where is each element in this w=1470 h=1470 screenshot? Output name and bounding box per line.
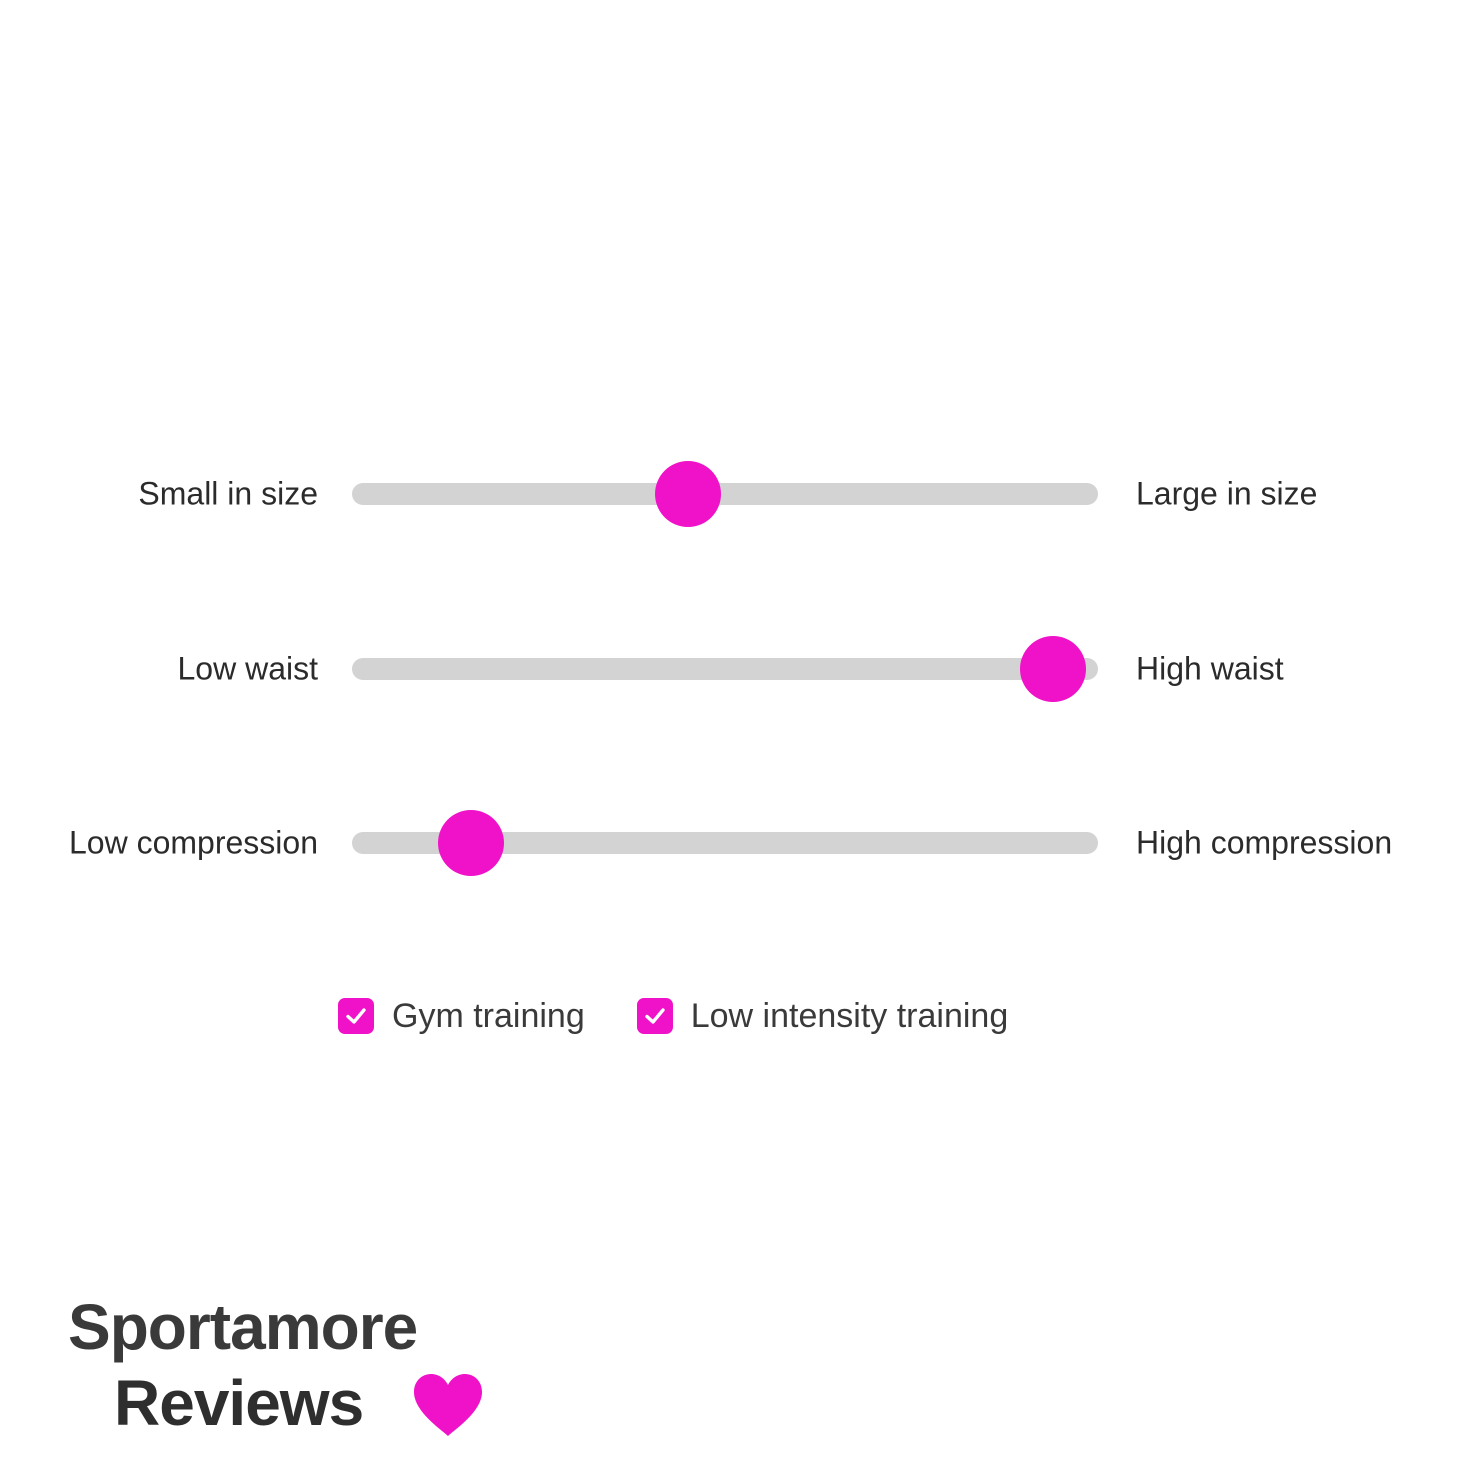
checkbox-low-intensity-training-label: Low intensity training	[690, 996, 1009, 1035]
slider-row-size: Small in size Large in size	[0, 454, 1470, 534]
training-type-checkboxes: Gym training Low intensity training	[338, 990, 1060, 1042]
slider-row-compression: Low compression High compression	[0, 803, 1470, 883]
slider-waist-track[interactable]	[352, 636, 1098, 702]
check-icon	[346, 1008, 366, 1024]
slider-waist-min-label: Low waist	[177, 650, 319, 687]
slider-compression-max-label: High compression	[1136, 824, 1393, 861]
slider-compression-min-label: Low compression	[69, 824, 318, 861]
heart-icon	[414, 1374, 482, 1436]
slider-waist-thumb[interactable]	[1020, 636, 1087, 702]
logo-text-reviews: Reviews	[114, 1367, 364, 1439]
slider-compression-track[interactable]	[352, 810, 1098, 876]
slider-waist-max-label: High waist	[1136, 650, 1284, 687]
sportamore-reviews-logo: Sportamore Reviews	[68, 1290, 498, 1450]
checkbox-gym-training-label: Gym training	[392, 996, 585, 1035]
slider-size-max-label: Large in size	[1136, 475, 1318, 512]
checkbox-low-intensity-training-box[interactable]	[636, 998, 673, 1034]
logo-text-sportamore: Sportamore	[68, 1291, 418, 1363]
check-icon	[645, 1008, 665, 1024]
slider-row-waist: Low waist High waist	[0, 629, 1470, 709]
checkbox-gym-training-box[interactable]	[338, 998, 374, 1034]
slider-size-thumb[interactable]	[654, 461, 721, 527]
slider-size-track[interactable]	[352, 461, 1098, 527]
slider-size-min-label: Small in size	[138, 475, 318, 512]
checkbox-gym-training[interactable]: Gym training	[338, 997, 585, 1036]
checkbox-low-intensity-training[interactable]: Low intensity training	[636, 996, 1009, 1036]
slider-compression-thumb[interactable]	[438, 810, 505, 876]
